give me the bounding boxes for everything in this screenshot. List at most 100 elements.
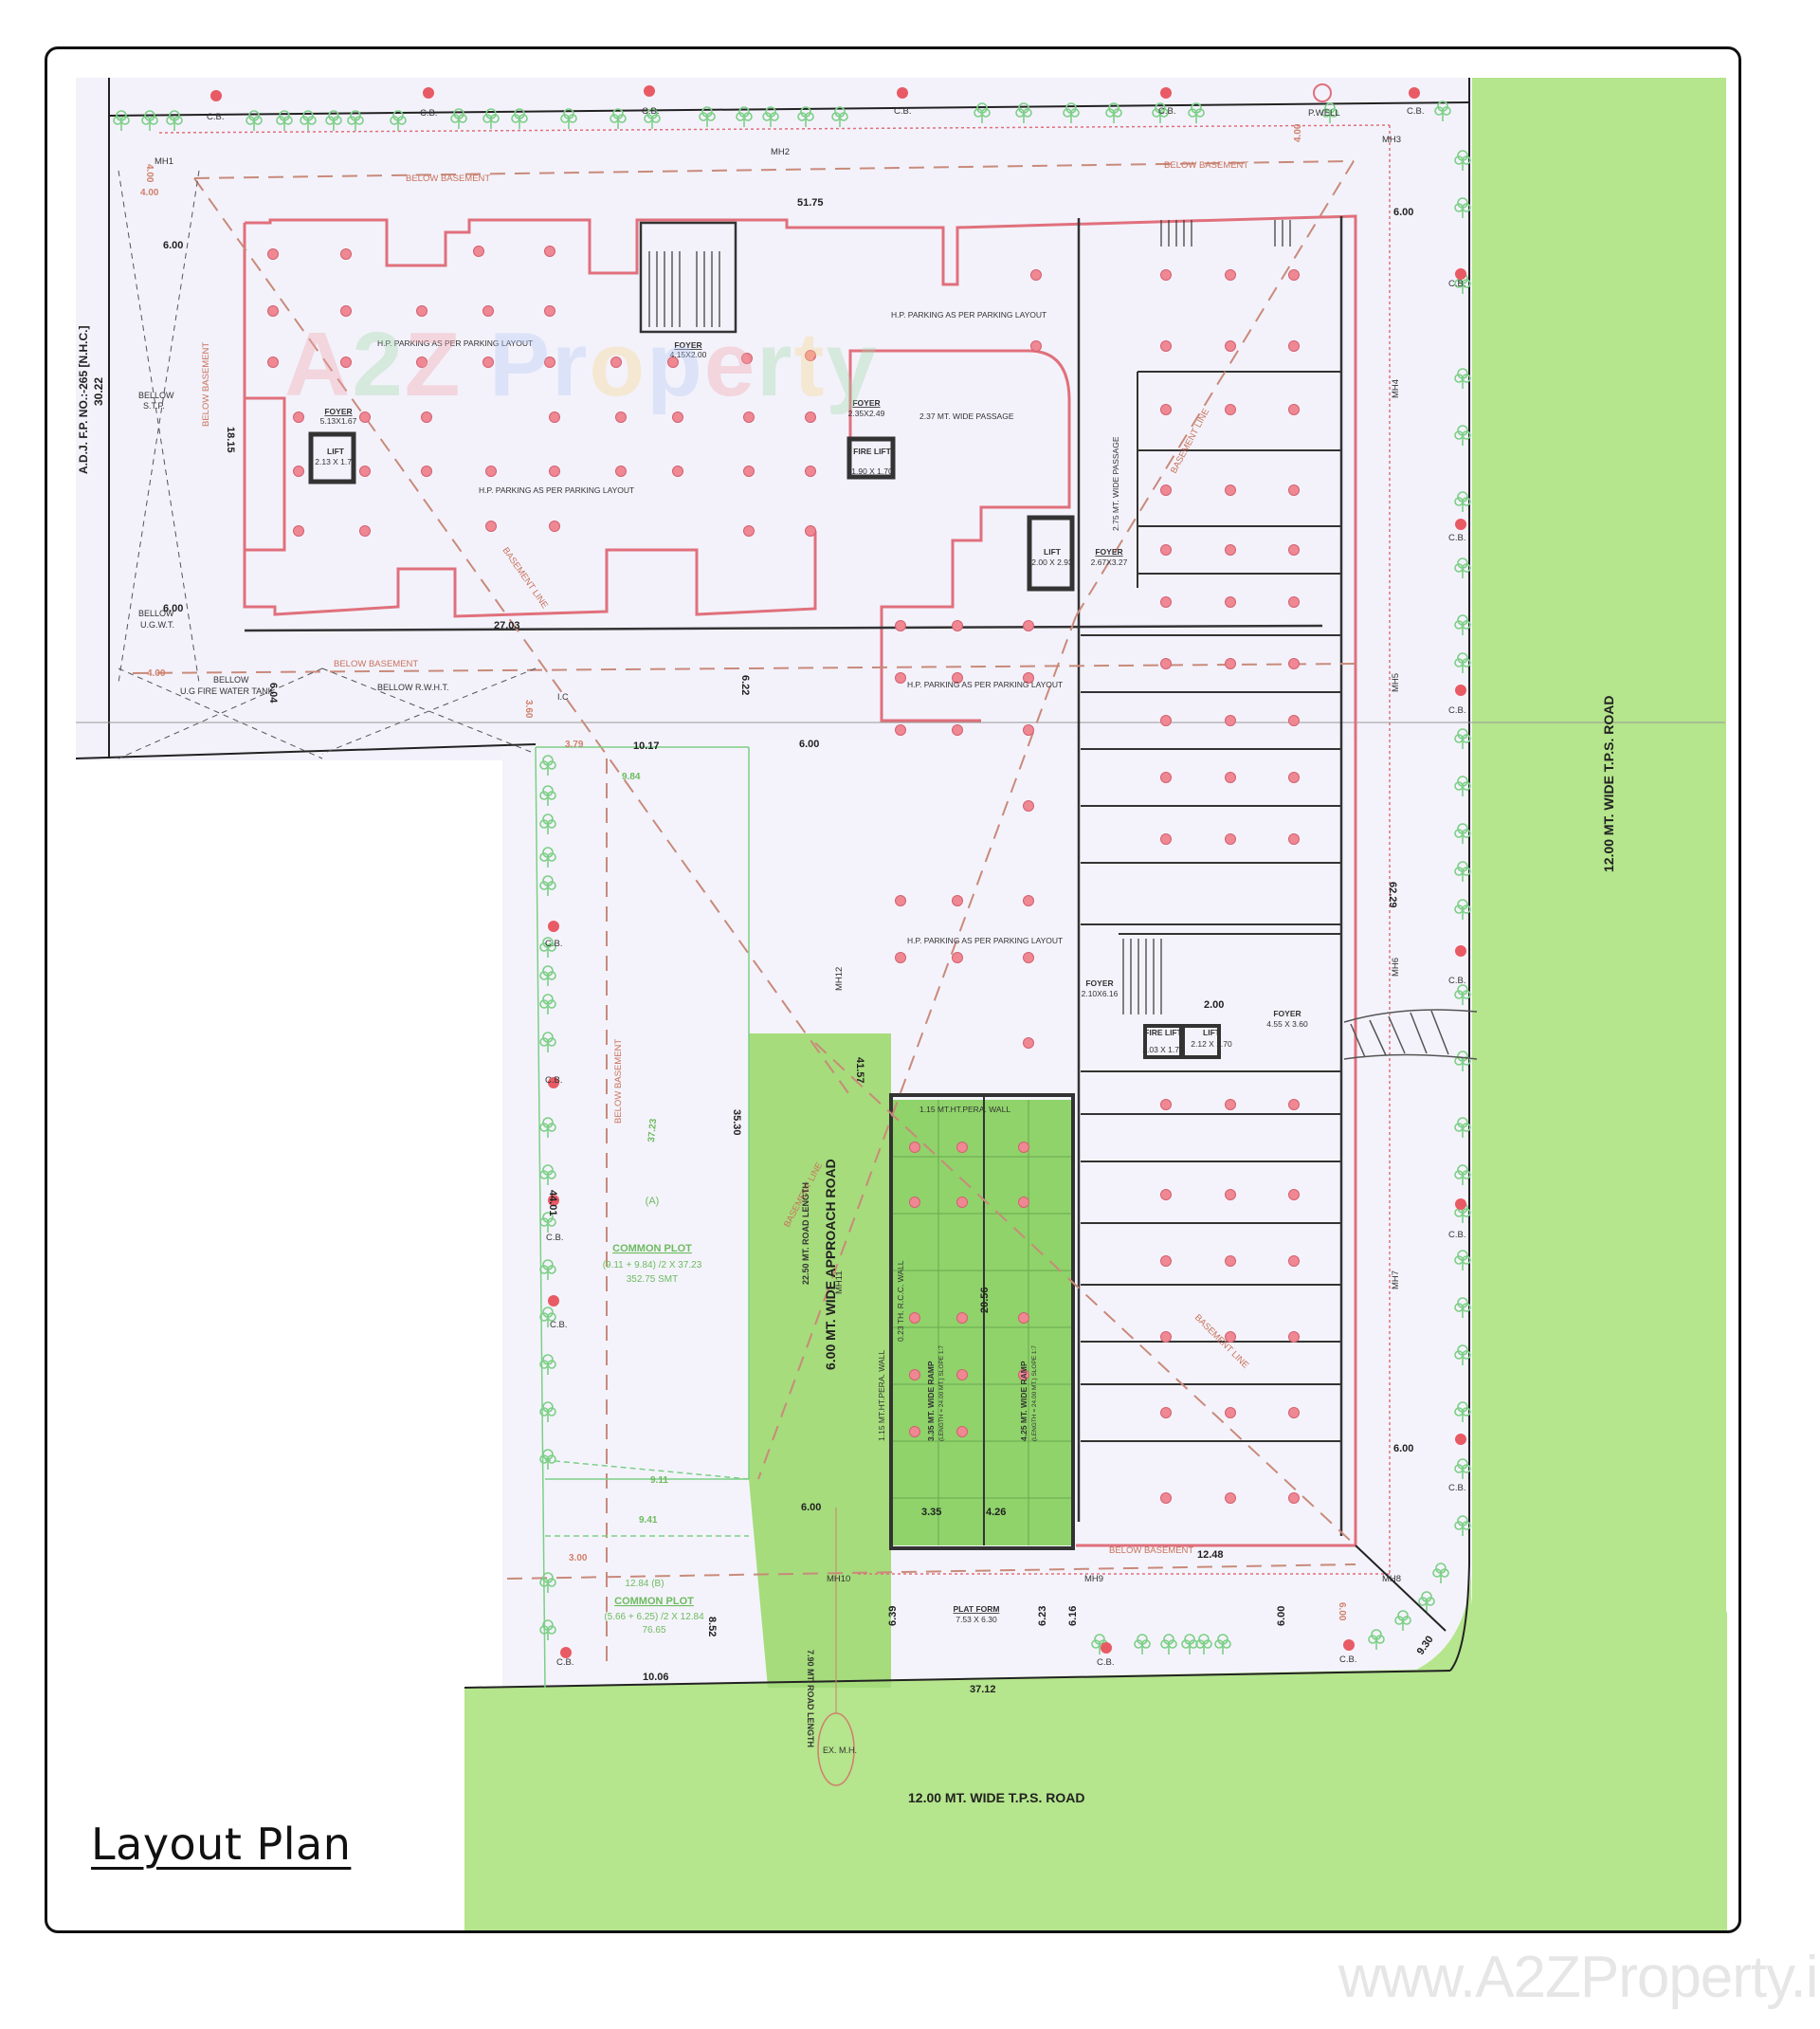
svg-text:C.B.: C.B. <box>1448 279 1465 289</box>
svg-text:6.39: 6.39 <box>887 1606 899 1626</box>
foyer-e-size: 2.10X6.16 <box>1082 989 1119 998</box>
svg-text:6.00: 6.00 <box>799 739 819 750</box>
svg-text:6.00: 6.00 <box>1276 1606 1287 1626</box>
drawing-frame <box>45 46 1741 1933</box>
dim-37-12: 37.12 <box>970 1684 996 1695</box>
mh12-label: MH12 <box>834 967 845 991</box>
platform-name: PLAT FORM <box>954 1604 1000 1614</box>
common-plot-a-formula: (9.11 + 9.84) /2 X 37.23 <box>603 1260 702 1270</box>
lift-a-size: 2.13 X 1.70 <box>315 457 356 466</box>
mh11-label: MH11 <box>834 1270 845 1294</box>
foyer-a-name: FOYER <box>324 407 352 416</box>
svg-text:6.16: 6.16 <box>1067 1606 1079 1626</box>
lift-e-name: LIFT <box>1203 1028 1221 1037</box>
fire-lift-e-size: 2.03 X 1.70 <box>1142 1045 1184 1054</box>
svg-text:4.00: 4.00 <box>140 188 159 198</box>
rcc-wall: 0.23 TH. R.C.C. WALL <box>896 1260 905 1342</box>
dim-12-48: 12.48 <box>1197 1549 1224 1561</box>
mh9-label: MH9 <box>1084 1574 1103 1584</box>
common-plot-a-area: 352.75 SMT <box>627 1274 678 1285</box>
below-basement-bottom: BELOW BASEMENT <box>1109 1545 1193 1556</box>
stp-label-2: S.T.P. <box>143 401 165 411</box>
fire-tank-label-1: BELLOW <box>213 675 249 685</box>
platform-size: 7.53 X 6.30 <box>956 1615 997 1624</box>
svg-text:6.00: 6.00 <box>1393 1443 1413 1454</box>
svg-text:10.17: 10.17 <box>633 740 660 752</box>
approach-road-length-2: 7.90 MT. ROAD LENGTH <box>806 1650 815 1747</box>
dim-18-15: 18.15 <box>225 427 236 453</box>
fire-lift-c-name: FIRE LIFT <box>853 447 891 456</box>
lift-e-size: 2.12 X 1.70 <box>1191 1039 1232 1049</box>
svg-text:3.35: 3.35 <box>921 1507 941 1518</box>
svg-text:6.00: 6.00 <box>1393 207 1413 218</box>
svg-text:9.41: 9.41 <box>639 1515 658 1526</box>
fire-tank-label-2: U.G FIRE WATER TANK <box>180 686 274 696</box>
stp-label-1: BELLOW <box>138 391 174 400</box>
svg-text:9.11: 9.11 <box>650 1475 668 1486</box>
svg-text:C.B.: C.B. <box>545 939 562 949</box>
svg-text:C.B.: C.B. <box>1448 705 1465 716</box>
mh1-label: MH1 <box>155 156 173 167</box>
lift-d-size: 2.00 X 2.93 <box>1031 558 1073 567</box>
common-plot-b-area: 76.65 <box>642 1625 665 1636</box>
site-watermark: www.A2ZProperty.in <box>1338 1945 1820 2010</box>
ramp-2-detail: (LENGTH = 24.00 MT.) SLOPE 1:7 <box>1031 1345 1038 1441</box>
parking-label-3: H.P. PARKING AS PER PARKING LAYOUT <box>891 310 1046 320</box>
svg-text:35.30: 35.30 <box>731 1109 742 1136</box>
foyer-f-size: 4.55 X 3.60 <box>1266 1019 1308 1029</box>
below-basement-top-right: BELOW BASEMENT <box>1164 160 1248 171</box>
svg-text:6.04: 6.04 <box>267 683 279 704</box>
foyer-d-size: 2.67X3.27 <box>1091 558 1128 567</box>
parking-label-2: H.P. PARKING AS PER PARKING LAYOUT <box>479 485 634 495</box>
passage-1: 2.37 MT. WIDE PASSAGE <box>919 411 1014 421</box>
mh5-label: MH5 <box>1391 673 1401 692</box>
svg-text:2.00: 2.00 <box>1204 999 1224 1011</box>
below-basement-top-left: BELOW BASEMENT <box>406 174 490 184</box>
mh4-label: MH4 <box>1391 379 1401 398</box>
svg-text:C.B.: C.B. <box>894 106 911 117</box>
svg-text:9.84: 9.84 <box>622 772 641 782</box>
svg-text:4.00: 4.00 <box>144 164 155 183</box>
below-basement-left: BELOW BASEMENT <box>201 342 211 427</box>
foyer-a-size: 5.13X1.67 <box>320 416 357 426</box>
foyer-b-size: 4.15X2.00 <box>670 350 707 359</box>
mh6-label: MH6 <box>1391 958 1401 977</box>
below-basement-vertical: BELOW BASEMENT <box>613 1039 624 1124</box>
svg-text:C.B.: C.B. <box>1448 533 1465 543</box>
adjacent-dim: 30.22 <box>92 377 105 406</box>
svg-text:37.23: 37.23 <box>646 1118 659 1142</box>
parking-label-5: H.P. PARKING AS PER PARKING LAYOUT <box>907 936 1063 945</box>
svg-text:6.00: 6.00 <box>163 603 183 614</box>
road-bottom <box>464 1555 1727 1930</box>
approach-road-label: 6.00 MT. WIDE APPROACH ROAD <box>823 1159 838 1370</box>
fire-lift-c-size: 1.90 X 1.70 <box>851 466 893 476</box>
svg-text:6.22: 6.22 <box>739 675 751 695</box>
svg-text:C.B.: C.B. <box>546 1233 563 1243</box>
dim-27-03: 27.03 <box>494 620 520 631</box>
foyer-f-name: FOYER <box>1273 1009 1301 1018</box>
dim-51-75: 51.75 <box>797 197 824 209</box>
parking-label-4: H.P. PARKING AS PER PARKING LAYOUT <box>907 680 1063 689</box>
svg-text:4.00: 4.00 <box>147 668 166 679</box>
adjacent-plot-label: A.D.J. F.P. NO.:-265 [N.H.C.] <box>77 326 90 474</box>
mh10-label: MH10 <box>827 1574 850 1584</box>
svg-text:41.57: 41.57 <box>854 1057 865 1084</box>
svg-text:C.B.: C.B. <box>642 106 659 117</box>
ramp-1-label: 3.35 MT. WIDE RAMP <box>926 1361 936 1441</box>
ex-mh-label: EX. M.H. <box>823 1746 857 1755</box>
bottom-road-label: 12.00 MT. WIDE T.P.S. ROAD <box>908 1790 1084 1805</box>
lift-d-name: LIFT <box>1044 547 1062 557</box>
svg-text:3.79: 3.79 <box>565 740 584 750</box>
svg-text:C.B.: C.B. <box>1448 1483 1465 1493</box>
mh2-label: MH2 <box>771 147 790 157</box>
rwht-label: BELLOW R.W.H.T. <box>377 683 449 692</box>
perimeter-wall-top: 1.15 MT.HT.PERA. WALL <box>919 1105 1010 1114</box>
approach-road <box>749 1033 891 1688</box>
below-basement-mid: BELOW BASEMENT <box>334 659 418 669</box>
svg-text:44.01: 44.01 <box>547 1190 558 1216</box>
right-road-label: 12.00 MT. WIDE T.P.S. ROAD <box>1601 696 1616 872</box>
svg-text:C.B.: C.B. <box>1407 106 1424 117</box>
drain-crossing <box>1343 1009 1478 1060</box>
site-paper-top <box>76 78 1474 760</box>
